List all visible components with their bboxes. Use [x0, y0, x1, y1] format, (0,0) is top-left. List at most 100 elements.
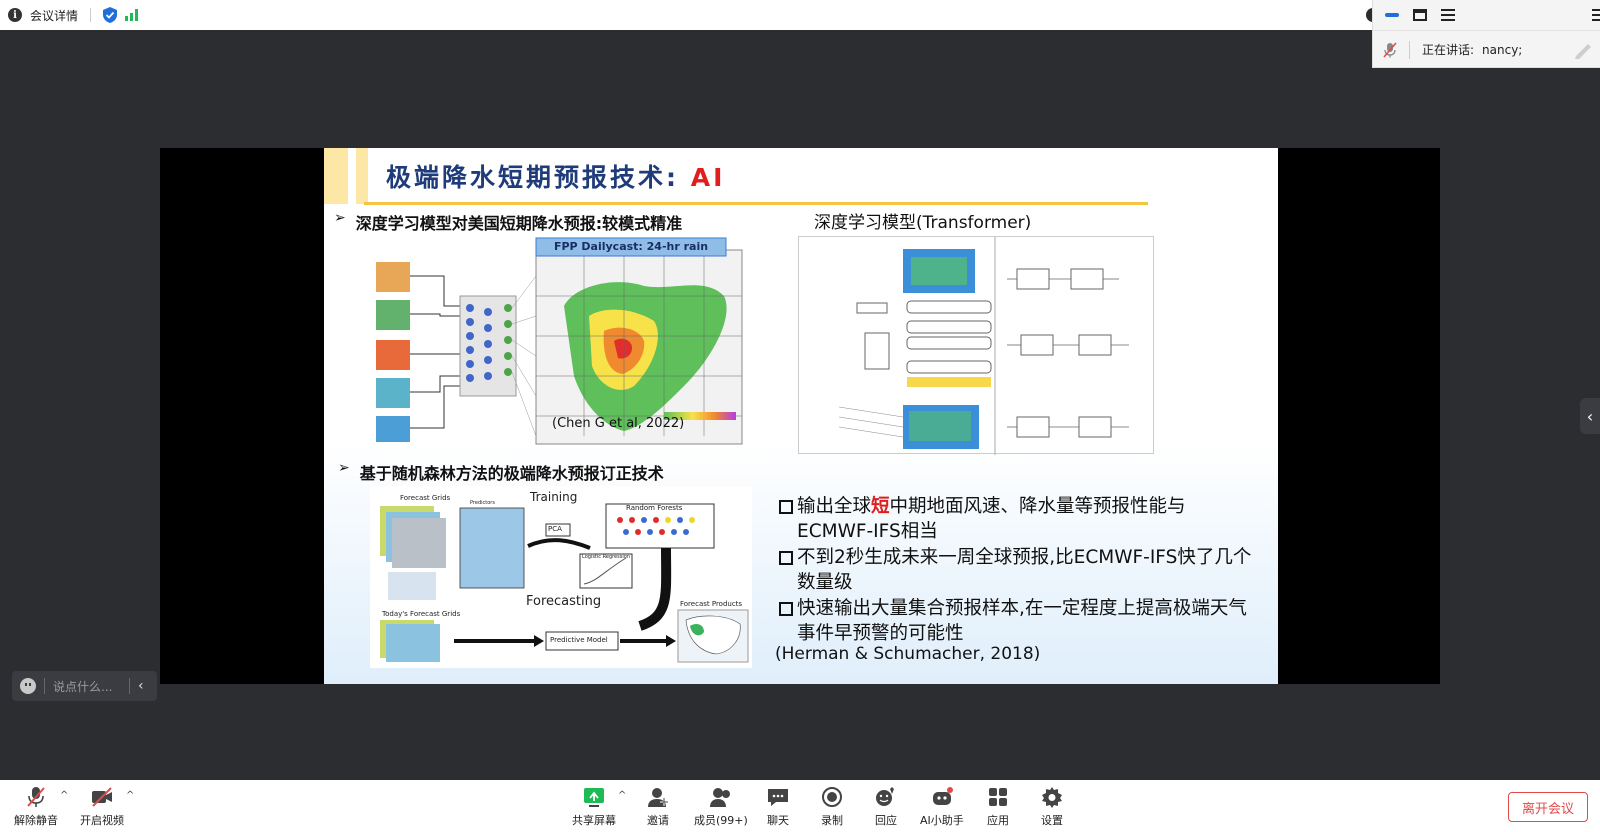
speaking-label: 正在讲话: [1422, 43, 1475, 57]
rf-products-label: Forecast Products [680, 600, 743, 608]
slide-accent-bar-2 [356, 148, 368, 204]
rf-forecast-grids-label: Forecast Grids [400, 494, 451, 502]
chevron-up-icon[interactable]: ^ [60, 790, 69, 801]
network-signal-icon[interactable] [125, 9, 139, 21]
camera-off-icon [92, 787, 112, 807]
ai-assistant-icon [932, 787, 953, 805]
members-label: 成员(99+) [694, 814, 748, 827]
ai-assistant-button[interactable]: AI小助手 [920, 786, 964, 828]
rf-forecasting-label: Forecasting [526, 594, 602, 609]
figure-neural-net-map: FPP Dailycast: 24-hr rain (Chen G et al,… [364, 236, 756, 446]
invite-button[interactable]: 邀请 [646, 786, 670, 828]
start-video-button[interactable]: 开启视频 [80, 786, 124, 828]
rf-pca-label: PCA [548, 525, 562, 533]
reactions-button[interactable]: 回应 [874, 786, 898, 828]
random-forests-box [605, 503, 715, 549]
members-button[interactable]: 成员(99+) [694, 786, 748, 828]
reactions-label: 回应 [875, 814, 897, 827]
menu-icon[interactable] [1441, 9, 1455, 21]
speaking-divider [1409, 40, 1410, 59]
chat-divider [44, 678, 45, 694]
chevron-up-icon[interactable]: ^ [618, 790, 627, 801]
us-map-small [388, 572, 436, 600]
meeting-info-title[interactable]: 会议详情 [30, 8, 79, 23]
rf-random-forests-label: Random Forests [626, 504, 683, 512]
invite-label: 邀请 [647, 814, 669, 827]
reaction-icon [876, 787, 894, 806]
chevron-up-icon[interactable]: ^ [126, 790, 135, 801]
presentation-slide: 极端降水短期预报技术: AI ➢ 深度学习模型对美国短期降水预报:较模式精准 深… [324, 148, 1278, 684]
mic-muted-icon [1383, 42, 1397, 57]
input-grids [376, 262, 410, 442]
chat-label: 聊天 [767, 814, 789, 827]
more-icon[interactable] [1592, 9, 1600, 21]
apps-button[interactable]: 应用 [986, 786, 1010, 828]
stats-item-text: 快速输出大量集合预报样本,在一定程度上提高极端天气事件早预警的可能性 [797, 598, 1247, 644]
chat-icon [768, 789, 788, 806]
chat-input[interactable]: 说点什么... [53, 679, 113, 694]
unmute-button[interactable]: 解除静音 [14, 786, 58, 828]
chat-divider-2 [129, 678, 130, 694]
share-screen-button[interactable]: 共享屏幕 [572, 786, 616, 828]
share-screen-icon [584, 788, 604, 807]
chat-button[interactable]: 聊天 [766, 786, 790, 828]
map-header: FPP Dailycast: 24-hr rain [553, 240, 709, 253]
start-video-label: 开启视频 [80, 814, 124, 827]
neural-net-map-graphic [376, 237, 743, 445]
panel-expand-tab[interactable]: ‹ [1580, 398, 1600, 434]
window-controls [1373, 0, 1600, 30]
checkbox-bullet [779, 602, 793, 616]
today-grid-stack [380, 620, 440, 662]
transformer-label: 深度学习模型(Transformer) [814, 213, 1032, 233]
stats-list: 输出全球短中期地面风速、降水量等预报性能与ECMWF-IFS相当 不到2秒生成未… [779, 494, 1259, 647]
topbar-divider [90, 8, 92, 22]
checkbox-bullet [779, 551, 793, 565]
minimize-icon[interactable] [1385, 13, 1399, 17]
diagram-lines [838, 406, 904, 438]
slide-title-ai: AI [690, 163, 726, 192]
apps-icon [989, 788, 1007, 806]
bullet-heading-2-text: 基于随机森林方法的极端降水预报订正技术 [359, 464, 664, 483]
unmute-label: 解除静音 [14, 814, 58, 827]
title-underline [364, 202, 1148, 205]
map-state-lines [536, 256, 742, 436]
map-header-box [535, 237, 727, 257]
record-button[interactable]: 录制 [820, 786, 844, 828]
invite-icon [648, 788, 668, 807]
predictors-grid [459, 507, 525, 589]
checkbox-bullet [779, 500, 793, 514]
security-shield-icon[interactable] [103, 7, 118, 23]
emoji-icon[interactable] [20, 678, 36, 694]
figure-random-forest: Training Forecasting Random Forests PCA … [370, 486, 752, 668]
nn-output-nodes [504, 304, 512, 376]
rf-dots [617, 517, 695, 535]
map-colorbar [664, 412, 736, 420]
maximize-icon[interactable] [1413, 9, 1427, 21]
slide-title: 极端降水短期预报技术: AI [386, 158, 725, 194]
leave-meeting-button[interactable]: 离开会议 [1508, 792, 1588, 822]
rf-logistic-label: Logistic Regression [582, 554, 630, 560]
chevron-left-icon[interactable]: ‹ [138, 678, 144, 694]
nn-fan-lines [511, 275, 537, 437]
record-label: 录制 [821, 814, 843, 827]
bullet-arrow-2: ➢ [338, 460, 350, 476]
settings-button[interactable]: 设置 [1040, 786, 1064, 828]
slide-title-main: 极端降水短期预报技术: [386, 163, 679, 192]
figure-transformer-diagram [798, 236, 1154, 455]
rf-predictive-label: Predictive Model [550, 636, 608, 644]
training-arrow [527, 538, 591, 550]
forecast-grid-stack [380, 506, 446, 568]
meeting-topbar: i 会议详情 [0, 0, 1372, 30]
record-icon [822, 787, 842, 807]
bullet-heading-2: ➢ 基于随机森林方法的极端降水预报订正技术 [338, 460, 664, 484]
settings-label: 设置 [1041, 814, 1063, 827]
stats-item-text: 不到2秒生成未来一周全球预报,比ECMWF-IFS快了几个数量级 [797, 547, 1252, 593]
info-icon[interactable]: i [8, 8, 22, 22]
stats-item: 不到2秒生成未来一周全球预报,比ECMWF-IFS快了几个数量级 [779, 545, 1259, 595]
pencil-icon[interactable] [1572, 40, 1594, 60]
speaking-indicator: 正在讲话: nancy; [1373, 30, 1600, 68]
nn-nodes [466, 304, 492, 382]
chat-input-box[interactable]: 说点什么... ‹ [12, 671, 157, 701]
stats-item: 输出全球短中期地面风速、降水量等预报性能与ECMWF-IFS相当 [779, 494, 1259, 544]
share-screen-label: 共享屏幕 [572, 814, 616, 827]
